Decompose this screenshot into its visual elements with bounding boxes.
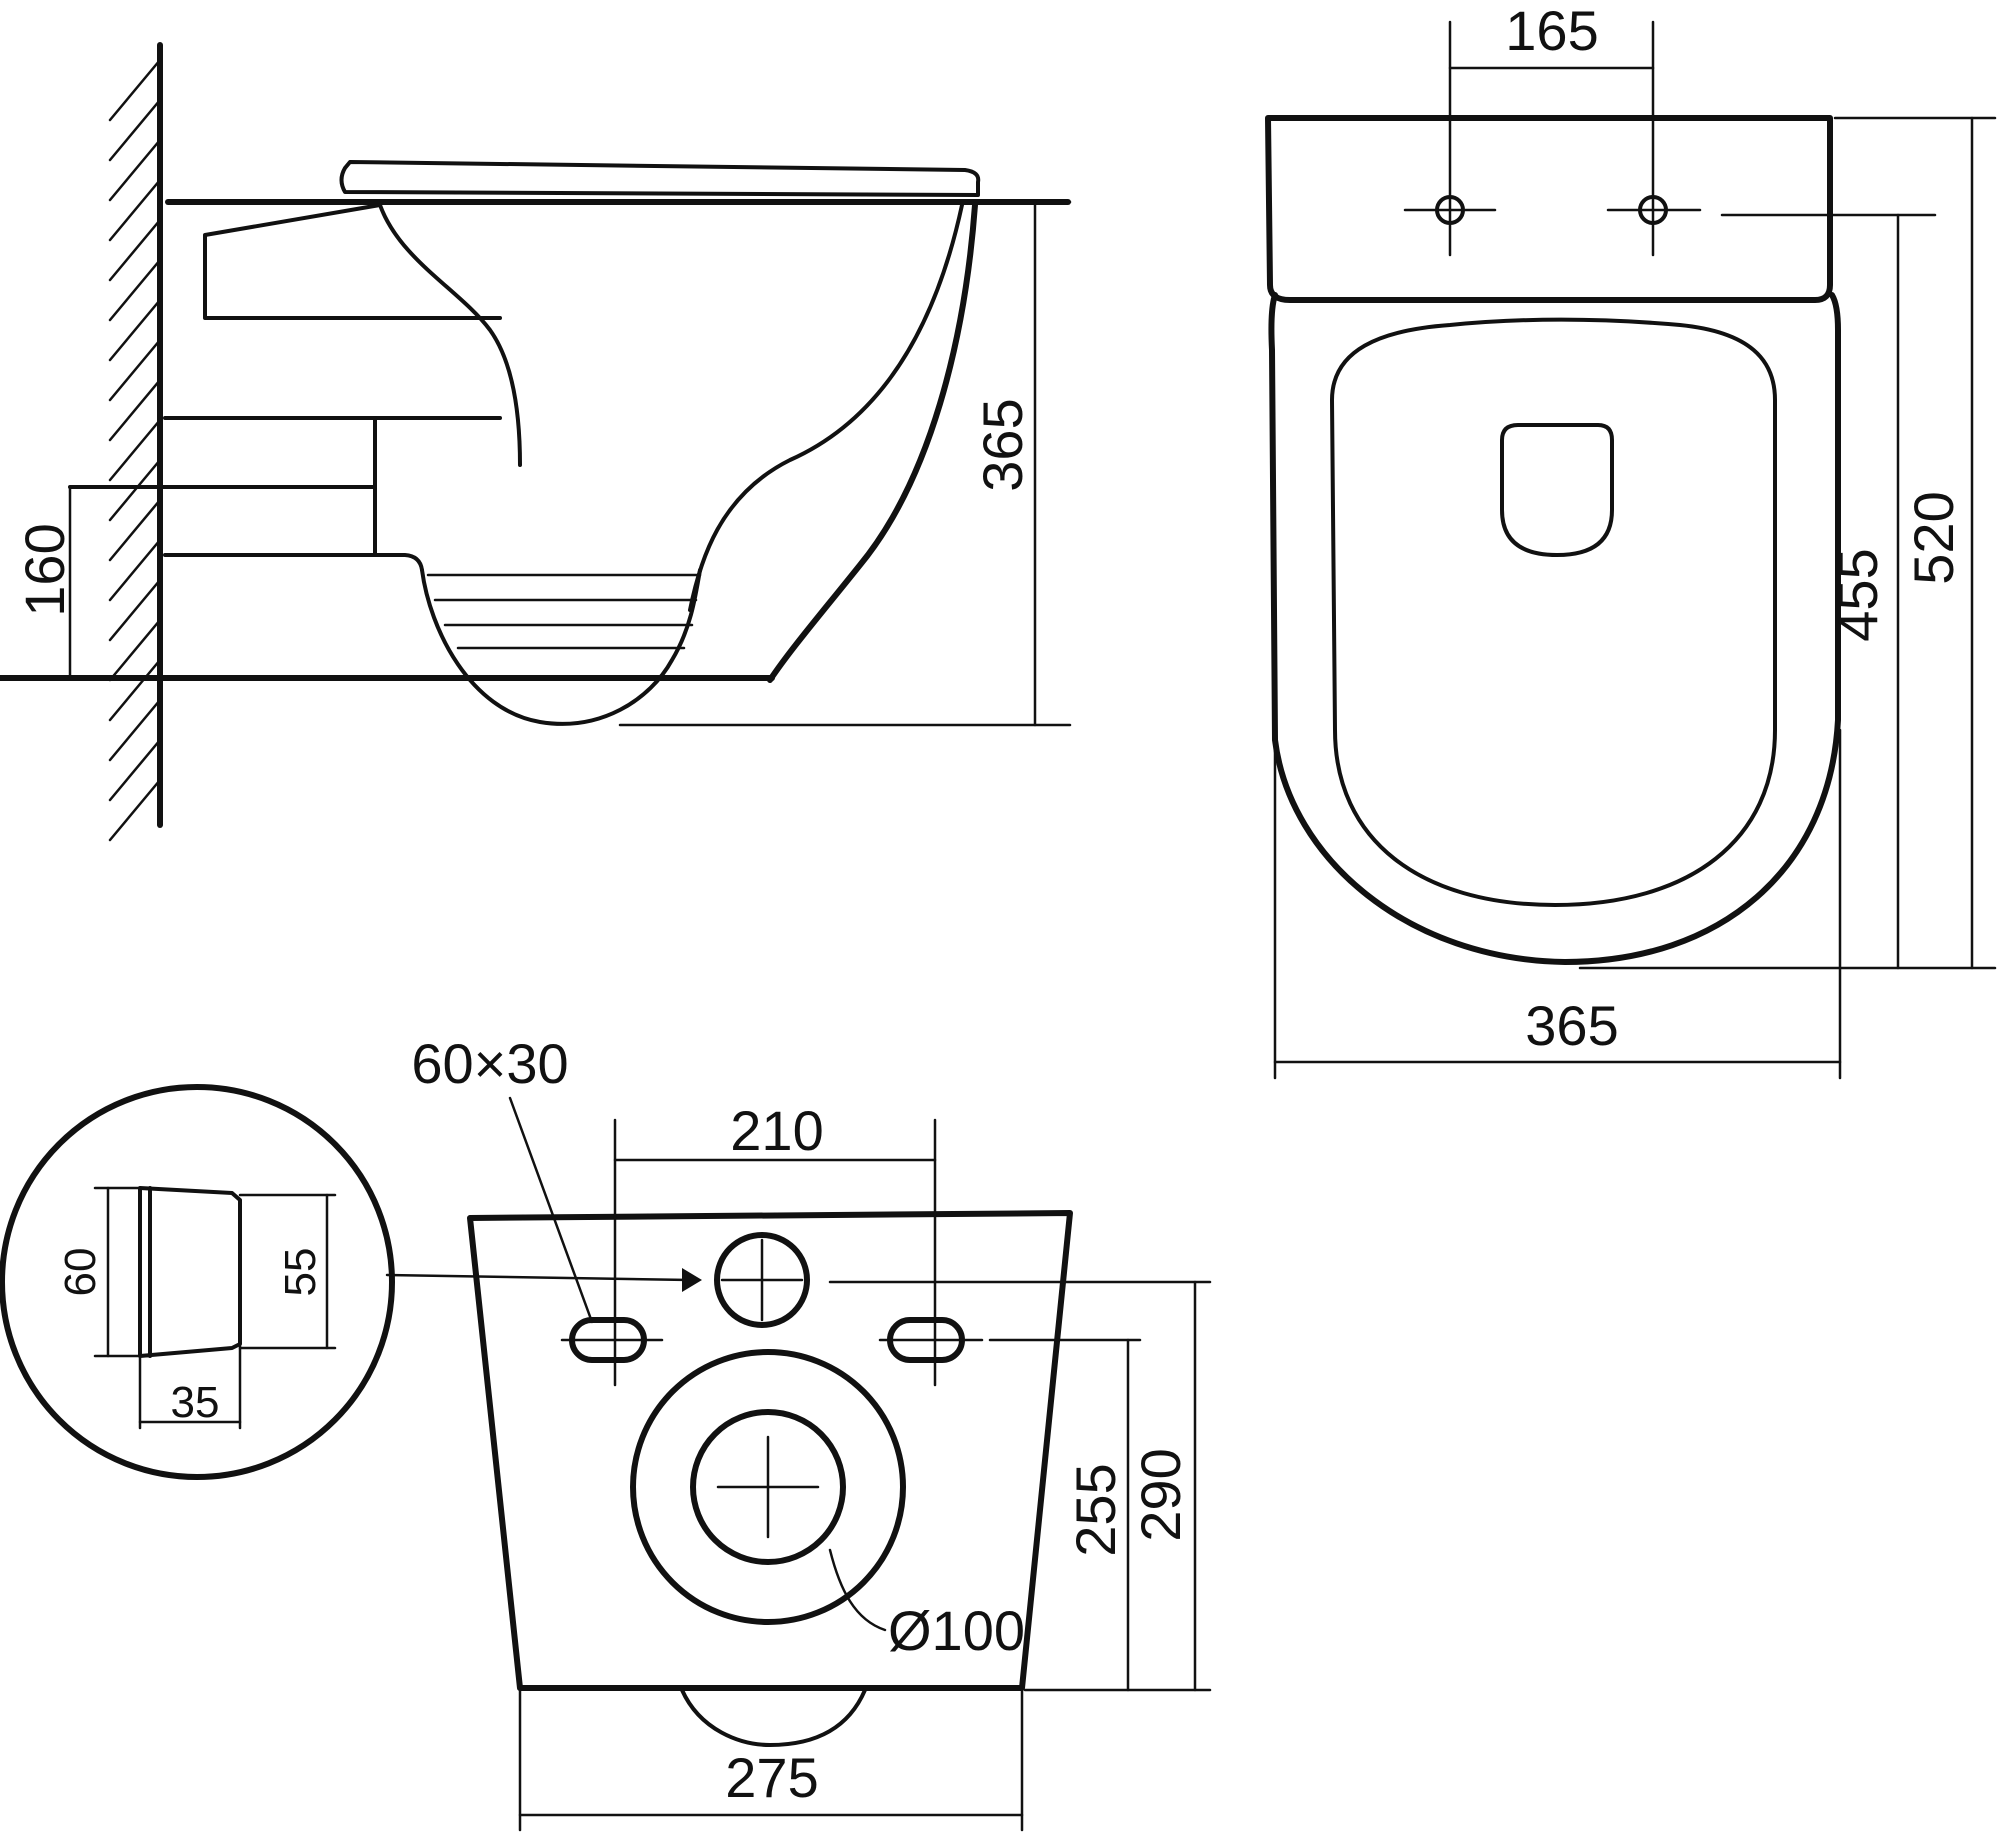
inner-trap-curve (688, 203, 964, 612)
wall-hatching (108, 58, 162, 842)
rear-view: 60×30 Ø100 210 255 290 275 (411, 1032, 1212, 1832)
rear-plate (1265, 115, 1833, 303)
rear-base-width-label: 275 (725, 1746, 818, 1809)
detail-leader-arrow (682, 1268, 702, 1292)
waste-outlet (630, 1349, 906, 1625)
s-bend (378, 203, 522, 467)
rear-bowl-bottom (680, 1688, 867, 1747)
rear-bolt-height-label: 255 (1064, 1463, 1127, 1556)
top-total-length-label: 520 (1902, 491, 1965, 584)
outlet-diameter-leader (828, 1548, 887, 1632)
bowl-outline (1268, 292, 1841, 965)
bolt-slot-left (560, 1118, 664, 1387)
detail-height-right-label: 55 (276, 1248, 325, 1297)
detail-flange-profile (138, 1186, 242, 1358)
top-inner-length-label: 455 (1826, 548, 1889, 641)
detail-width-label: 35 (171, 1378, 220, 1427)
detail-circle (0, 1084, 395, 1480)
seat-opening (1500, 423, 1614, 557)
detail-leader-line (385, 1273, 692, 1282)
top-view: 165 455 520 365 (1265, 0, 1997, 1080)
seat-lid (339, 160, 981, 197)
side-outlet-height-label: 160 (13, 523, 76, 616)
bolt-slot-right (878, 1118, 984, 1387)
fixing-hole-right (1606, 20, 1702, 257)
outlet-top (163, 553, 424, 572)
detail-height-left-label: 60 (56, 1248, 105, 1297)
bowl-outer-contour (767, 202, 978, 683)
outlet-bowl (420, 568, 702, 726)
rear-bolt-slot-label: 60×30 (411, 1032, 568, 1095)
bolt-slot-leader (508, 1096, 594, 1324)
rear-top-height-label: 290 (1129, 1448, 1192, 1541)
side-height-label: 365 (971, 398, 1034, 491)
side-view: 365 160 (0, 42, 1072, 842)
inlet-block (203, 203, 502, 320)
inlet-hole (714, 1232, 810, 1328)
rear-outlet-diameter-label: Ø100 (888, 1599, 1025, 1662)
seat-inner-outline (1330, 317, 1777, 907)
top-hole-spacing-label: 165 (1505, 0, 1598, 62)
rear-bolt-spacing-label: 210 (730, 1099, 823, 1162)
outlet-ribs (426, 573, 702, 650)
top-width-label: 365 (1525, 994, 1618, 1057)
fixing-hole-left (1403, 20, 1497, 257)
detail-view: 60 55 35 (0, 1084, 702, 1480)
rear-body-outline (467, 1210, 1073, 1691)
